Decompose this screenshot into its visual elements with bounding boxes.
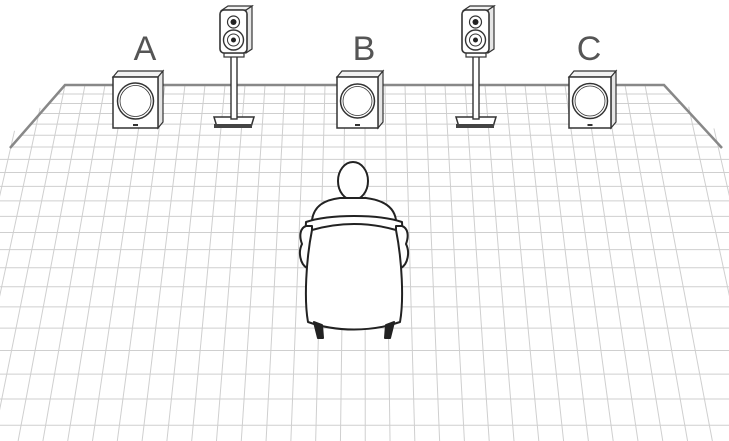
listener-head [337, 161, 369, 201]
subwoofer-c-icon [567, 69, 618, 130]
grid-line [0, 84, 66, 411]
grid-line [504, 84, 540, 441]
subwoofer-b-icon [335, 69, 385, 130]
grid-line [166, 84, 206, 441]
grid-line [0, 130, 16, 197]
grid-line [444, 84, 465, 441]
listener-in-armchair-icon [298, 161, 410, 339]
grid-line [584, 84, 639, 441]
grid-line [688, 106, 729, 297]
right-speaker-icon [454, 4, 498, 128]
grid-line [564, 84, 614, 441]
grid-line [604, 84, 664, 441]
armchair-body [304, 223, 404, 331]
position-label-b: B [353, 30, 376, 68]
grid-line [644, 84, 713, 441]
grid-line [464, 84, 490, 441]
grid-line [0, 107, 41, 297]
grid-line [116, 84, 166, 441]
left-speaker-icon [212, 4, 256, 128]
armchair-left-leg [313, 321, 324, 339]
grid-line [191, 84, 226, 441]
grid-line [544, 84, 589, 441]
grid-line [67, 84, 126, 441]
position-label-a: A [134, 30, 157, 68]
subwoofer-a-icon [111, 69, 165, 130]
grid-line [713, 128, 729, 197]
armchair-right-leg [384, 321, 395, 339]
grid-line [42, 84, 106, 441]
grid-line [240, 84, 266, 441]
grid-line [404, 84, 416, 441]
grid-line [265, 84, 286, 441]
position-label-c: C [577, 30, 602, 68]
grid-line [524, 84, 565, 441]
grid-line [92, 84, 146, 441]
grid-line [424, 84, 441, 441]
grid-line [17, 84, 86, 441]
grid-line [290, 84, 306, 441]
grid-line [141, 84, 186, 441]
grid-line [215, 84, 246, 441]
grid-line [484, 84, 515, 441]
listener-torso [311, 197, 397, 221]
grid-lines [0, 84, 729, 441]
grid-line [624, 84, 689, 441]
